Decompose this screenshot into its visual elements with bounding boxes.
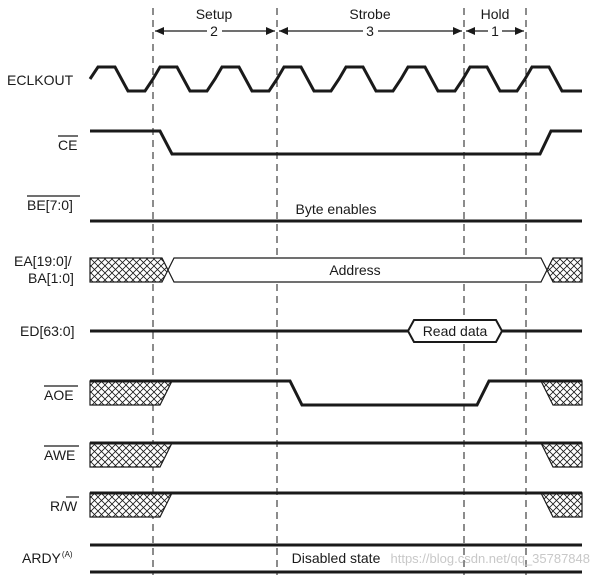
signal-label-ed: ED[63:0] [20,323,74,339]
ardy-state-label: Disabled state [292,550,381,566]
setup-arrowhead-left [155,27,164,35]
aoe-invalid-region-right [540,380,583,406]
strobe-arrowhead-right [453,27,462,35]
awe-invalid-region-right [540,442,583,468]
ardy-footnote-marker: (A) [62,550,73,559]
signal-label-awe: AWE [44,447,75,463]
aoe-waveform [90,379,582,407]
address-bus-label: Address [329,262,380,278]
ea-invalid-region-left [89,257,169,283]
be-bus-label: Byte enables [296,201,377,217]
read-data-label: Read data [423,323,488,339]
setup-arrowhead-right [266,27,275,35]
rw-invalid-region-right [540,492,583,518]
aoe-invalid-region-left [89,380,173,406]
rw-invalid-region-left [89,492,173,518]
phase-strobe-cycles: 3 [366,23,374,39]
signal-label-aoe: AOE [44,387,74,403]
be-label-backing [290,201,383,218]
eclkout-waveform [88,65,582,93]
phase-setup-label: Setup [196,6,233,22]
ea-invalid-region-right [546,257,583,283]
signal-label-be: BE[7:0] [27,197,73,213]
phase-hold-cycles: 1 [491,23,499,39]
strobe-arrowhead-left [279,27,288,35]
signal-label-ce: CE [58,137,77,153]
rw-w-part: W [64,498,78,514]
signal-label-ba: BA[1:0] [28,270,74,286]
watermark: https://blog.csdn.net/qq_35787848 [391,551,591,566]
signal-label-ardy: ARDY(A) [22,550,73,566]
ardy-name: ARDY [22,550,62,566]
phase-hold-label: Hold [481,6,510,22]
awe-invalid-region-left [89,442,173,468]
phase-strobe: Strobe 3 [279,6,462,39]
rw-r-part: R/ [50,498,64,514]
signal-label-rw: R/W [50,498,78,514]
phase-hold: Hold 1 [466,6,524,39]
signal-label-ea: EA[19:0]/ [14,253,72,269]
signal-label-eclkout: ECLKOUT [7,72,74,88]
hold-arrowhead-right [515,27,524,35]
phase-strobe-label: Strobe [349,6,390,22]
ce-waveform [90,129,582,156]
phase-setup-cycles: 2 [210,23,218,39]
hold-arrowhead-left [466,27,475,35]
phase-setup: Setup 2 [155,6,275,39]
